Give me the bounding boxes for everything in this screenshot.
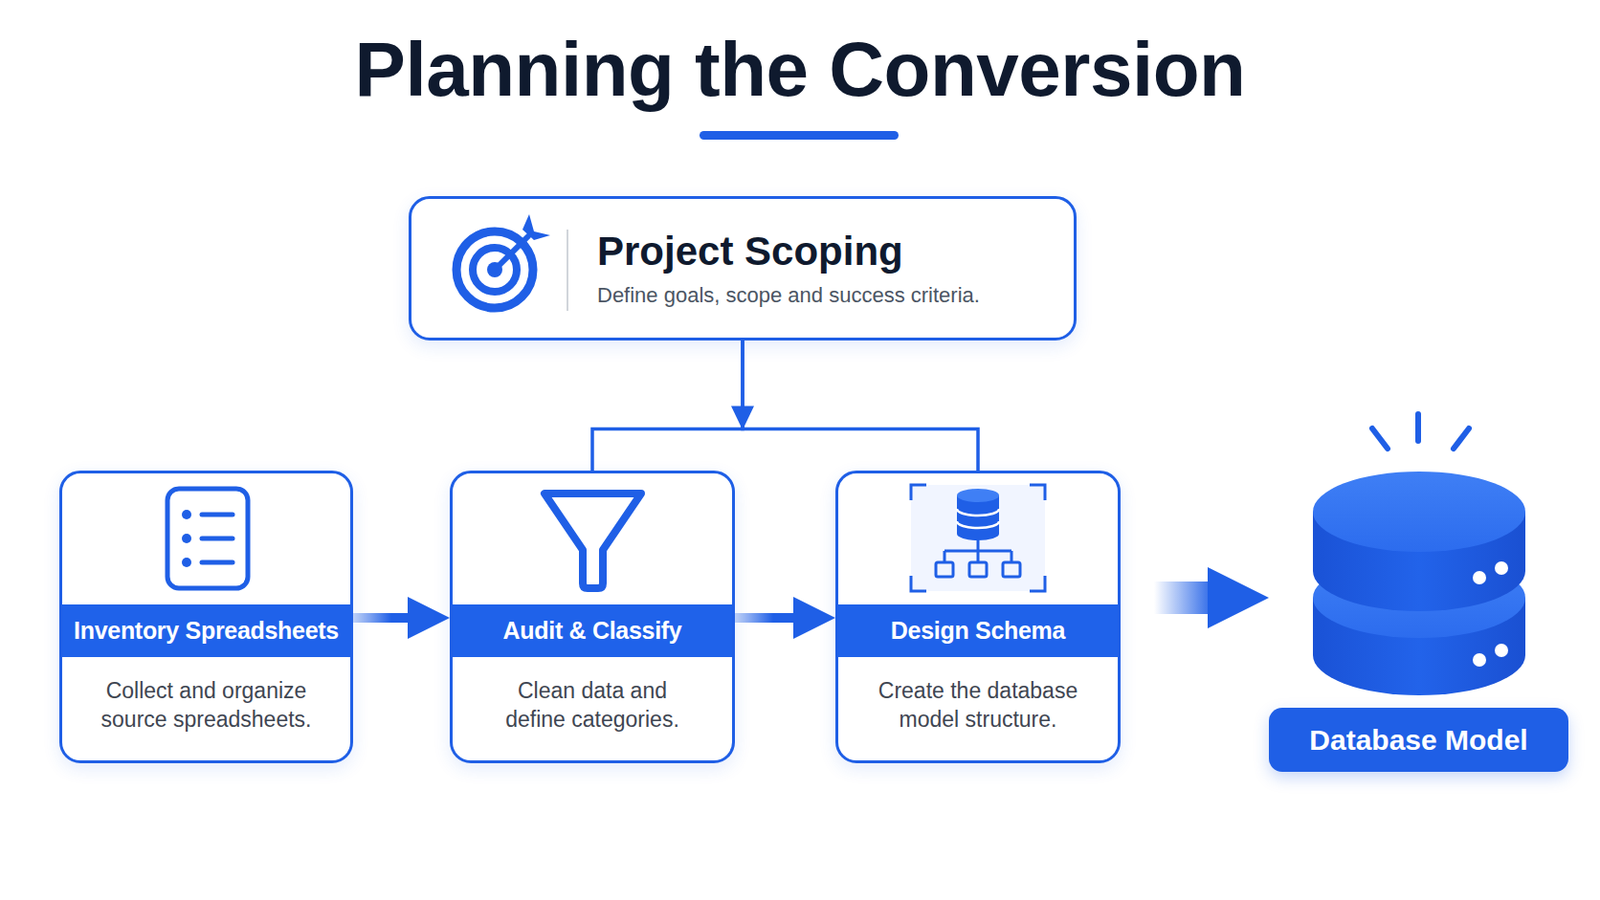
- dart-shaft: [494, 236, 529, 270]
- cylinder-top: [1312, 557, 1526, 639]
- diagram-title: Planning the Conversion: [0, 31, 1600, 109]
- list-line: [201, 512, 233, 518]
- list-line: [201, 536, 233, 542]
- list-icon: [167, 488, 248, 589]
- schema-icon: [911, 485, 1045, 592]
- node-description: Collect and organize source spreadsheets…: [91, 676, 322, 734]
- dart-fletching: [522, 214, 551, 241]
- cylinder-side: [1312, 598, 1526, 696]
- database-node: Database Model: [1268, 421, 1569, 773]
- target-ring: [472, 247, 517, 292]
- sparkle-lines: [1372, 414, 1469, 449]
- target-center: [487, 262, 503, 278]
- tree-leaf: [935, 562, 954, 578]
- branch-connector: [742, 340, 978, 471]
- icon-backdrop: [911, 485, 1045, 592]
- node-description: Define goals, scope and success criteria…: [597, 283, 980, 309]
- flow-arrow: [734, 613, 794, 623]
- tree-leaf: [969, 562, 987, 578]
- node-description: Clean data and define categories.: [496, 676, 689, 734]
- tree-leaf: [1002, 562, 1021, 578]
- process-box: Design SchemaCreate the database model s…: [835, 470, 1121, 764]
- arrow-head: [731, 405, 755, 430]
- sparkle-line: [1372, 428, 1388, 449]
- funnel-icon: [544, 493, 642, 589]
- label-pill: Database Model: [1268, 708, 1569, 773]
- status-dot: [1472, 653, 1487, 667]
- list-line: [201, 560, 233, 566]
- flow-arrow: [353, 613, 408, 623]
- corner-bracket: [911, 485, 1045, 592]
- process-box: Inventory SpreadsheetsCollect and organi…: [59, 470, 354, 764]
- cylinder-top: [1312, 471, 1526, 553]
- divider-line: [566, 229, 569, 312]
- status-dot: [1472, 571, 1487, 585]
- list-frame: [167, 488, 248, 589]
- node-description: Create the database model structure.: [863, 676, 1093, 734]
- scope-box: Project ScopingDefine goals, scope and s…: [408, 196, 1077, 341]
- mini-database: [956, 495, 1000, 534]
- process-box: Audit & ClassifyClean data and define ca…: [449, 470, 735, 764]
- header-band: Design Schema: [838, 604, 1118, 658]
- header-band: Inventory Spreadsheets: [62, 604, 351, 658]
- target-icon: [456, 214, 551, 309]
- branch-connector: [592, 340, 743, 471]
- header-band: Audit & Classify: [452, 604, 733, 658]
- sparkle-line: [1415, 414, 1422, 442]
- node-heading: Project Scoping: [597, 228, 904, 275]
- status-dot: [1494, 561, 1509, 576]
- sparkle-line: [1453, 428, 1469, 449]
- list-dot: [181, 510, 192, 520]
- database-cylinder: [1312, 471, 1526, 696]
- title-underline: [699, 131, 899, 140]
- mini-database-band: [956, 509, 1000, 529]
- tree-lines: [944, 540, 1012, 563]
- list-dot: [181, 533, 192, 544]
- cylinder-side: [1312, 511, 1526, 612]
- status-dot: [1494, 644, 1509, 658]
- flow-arrow: [1120, 581, 1208, 615]
- mini-database: [956, 488, 1000, 503]
- list-dot: [181, 557, 192, 568]
- mini-database: [956, 527, 1000, 541]
- target-ring: [456, 231, 534, 309]
